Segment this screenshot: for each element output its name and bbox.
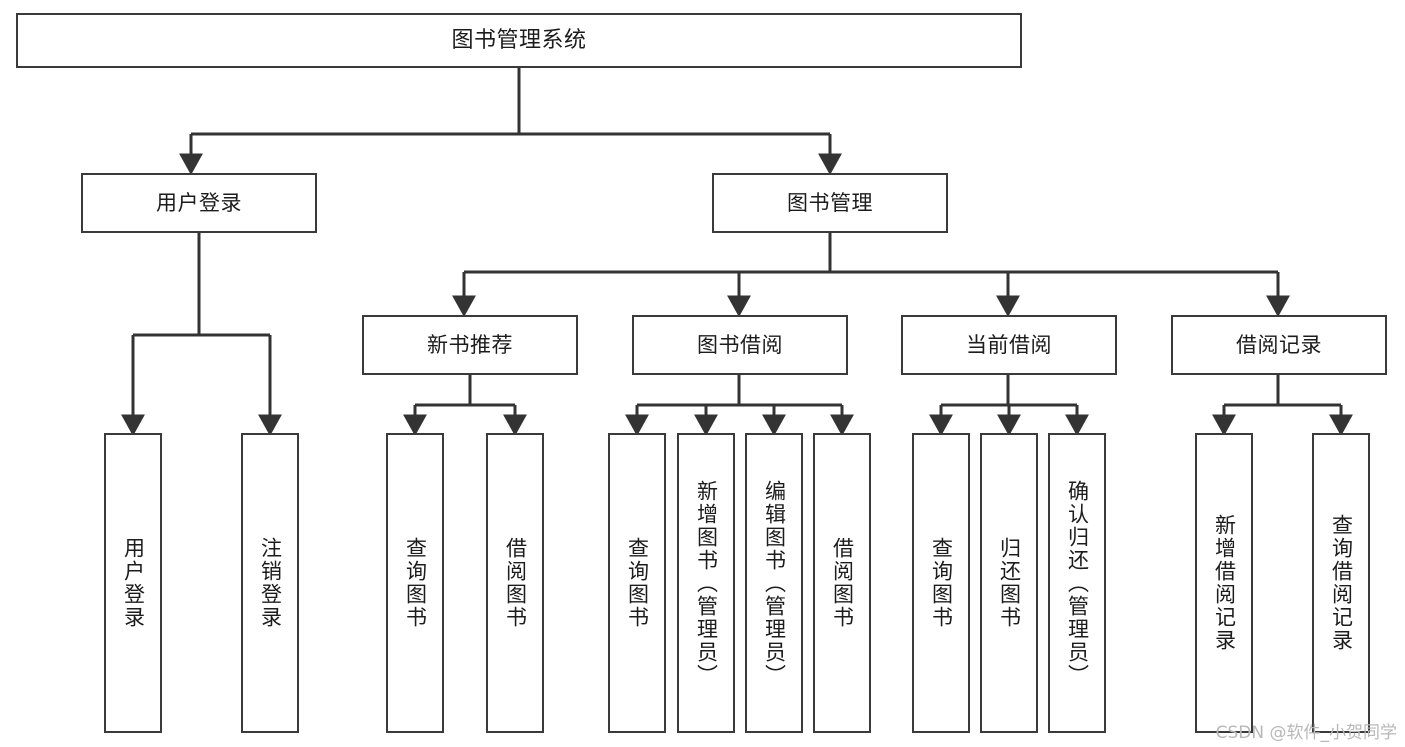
leaf-book-borrow-add[interactable]: 新增图书（管理员） (677, 433, 735, 733)
node-label: 查询借阅记录 (1329, 514, 1354, 652)
leaf-borrow-record-add[interactable]: 新增借阅记录 (1195, 433, 1253, 733)
node-label: 借阅图书 (503, 537, 528, 629)
node-label: 归还图书 (997, 537, 1022, 629)
node-label: 图书管理系统 (451, 27, 587, 53)
node-label: 图书管理 (787, 190, 873, 215)
leaf-book-borrow-borrow[interactable]: 借阅图书 (813, 433, 871, 733)
node-label: 用户登录 (121, 537, 146, 629)
leaf-current-borrow-return[interactable]: 归还图书 (980, 433, 1038, 733)
node-label: 新书推荐 (427, 332, 513, 357)
node-label: 新增借阅记录 (1212, 514, 1237, 652)
leaf-current-borrow-query[interactable]: 查询图书 (912, 433, 970, 733)
leaf-book-borrow-query[interactable]: 查询图书 (608, 433, 666, 733)
csdn-watermark: CSDN @软件_小贺同学 (1215, 723, 1397, 743)
node-label: 新增图书（管理员） (694, 479, 719, 687)
leaf-current-borrow-confirm-return[interactable]: 确认归还（管理员） (1048, 433, 1106, 733)
node-book-borrow[interactable]: 图书借阅 (632, 315, 848, 375)
leaf-new-book-query[interactable]: 查询图书 (386, 433, 444, 733)
leaf-borrow-record-query[interactable]: 查询借阅记录 (1312, 433, 1370, 733)
node-label: 用户登录 (156, 190, 242, 215)
node-label: 查询图书 (403, 537, 428, 629)
node-label: 借阅记录 (1236, 332, 1322, 357)
node-new-book-recommend[interactable]: 新书推荐 (362, 315, 578, 375)
node-label: 借阅图书 (830, 537, 855, 629)
node-label: 当前借阅 (966, 332, 1052, 357)
node-label: 编辑图书（管理员） (762, 479, 787, 687)
leaf-user-login-logout[interactable]: 注销登录 (241, 433, 299, 733)
node-label: 查询图书 (625, 537, 650, 629)
node-borrow-record[interactable]: 借阅记录 (1171, 315, 1387, 375)
node-user-login[interactable]: 用户登录 (81, 173, 317, 233)
leaf-new-book-borrow[interactable]: 借阅图书 (486, 433, 544, 733)
node-label: 注销登录 (258, 537, 283, 629)
node-label: 图书借阅 (697, 332, 783, 357)
node-book-management[interactable]: 图书管理 (712, 173, 948, 233)
leaf-book-borrow-edit[interactable]: 编辑图书（管理员） (745, 433, 803, 733)
node-root-system[interactable]: 图书管理系统 (16, 13, 1022, 68)
node-current-borrow[interactable]: 当前借阅 (901, 315, 1117, 375)
leaf-user-login-login[interactable]: 用户登录 (104, 433, 162, 733)
node-label: 查询图书 (929, 537, 954, 629)
node-label: 确认归还（管理员） (1065, 479, 1090, 687)
